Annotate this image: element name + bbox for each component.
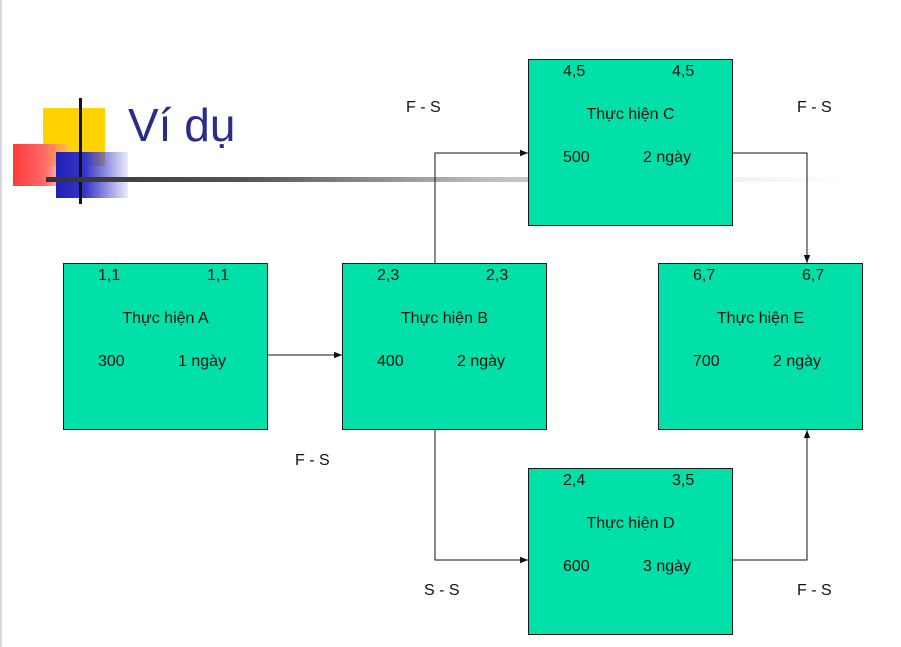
node-a: 1,1 1,1 Thực hiện A 300 1 ngày <box>63 263 268 430</box>
arrow-d-to-e <box>733 430 811 561</box>
node-b-late: 2,3 <box>486 267 509 284</box>
node-e: 6,7 6,7 Thực hiện E 700 2 ngày <box>658 263 863 430</box>
node-c-duration: 2 ngày <box>643 149 692 166</box>
node-c-name: Thực hiện C <box>586 106 675 123</box>
node-d-cost: 600 <box>563 558 590 575</box>
arrow-c-to-e <box>733 152 811 263</box>
node-d-name: Thực hiện D <box>586 515 675 532</box>
node-a-early: 1,1 <box>98 267 121 284</box>
node-d-early: 2,4 <box>563 472 586 489</box>
decor-blue-square <box>56 152 128 198</box>
node-e-early: 6,7 <box>693 267 716 284</box>
node-d: 2,4 3,5 Thực hiện D 600 3 ngày <box>528 468 733 635</box>
node-c-late: 4,5 <box>672 63 695 80</box>
node-c: 4,5 4,5 Thực hiện C 500 2 ngày <box>528 59 733 226</box>
node-e-late: 6,7 <box>802 267 825 284</box>
arrow-b-to-c <box>434 149 528 263</box>
node-d-late: 3,5 <box>672 472 695 489</box>
node-c-cost: 500 <box>563 149 590 166</box>
relation-label-b-c: F - S <box>406 99 441 116</box>
node-e-name: Thực hiện E <box>716 310 805 327</box>
node-d-duration: 3 ngày <box>643 558 692 575</box>
node-a-duration: 1 ngày <box>178 353 227 370</box>
arrow-b-to-d <box>434 430 528 564</box>
relation-label-c-e: F - S <box>797 99 832 116</box>
title-underline <box>46 177 846 182</box>
relation-label-d-e: F - S <box>797 582 832 599</box>
node-b: 2,3 2,3 Thực hiện B 400 2 ngày <box>342 263 547 430</box>
relation-label-a-b: F - S <box>295 452 330 469</box>
node-b-early: 2,3 <box>377 267 400 284</box>
node-e-duration: 2 ngày <box>773 353 822 370</box>
node-b-duration: 2 ngày <box>457 353 506 370</box>
node-b-name: Thực hiện B <box>400 310 489 327</box>
node-e-cost: 700 <box>693 353 720 370</box>
relation-label-b-d: S - S <box>424 582 460 599</box>
node-b-cost: 400 <box>377 353 404 370</box>
node-a-cost: 300 <box>98 353 125 370</box>
page-title: Ví dụ <box>128 99 236 151</box>
node-a-name: Thực hiện A <box>122 310 209 327</box>
node-c-early: 4,5 <box>563 63 586 80</box>
decor-vertical-line <box>79 98 82 204</box>
node-a-late: 1,1 <box>207 267 230 284</box>
slide-left-edge <box>0 0 2 647</box>
